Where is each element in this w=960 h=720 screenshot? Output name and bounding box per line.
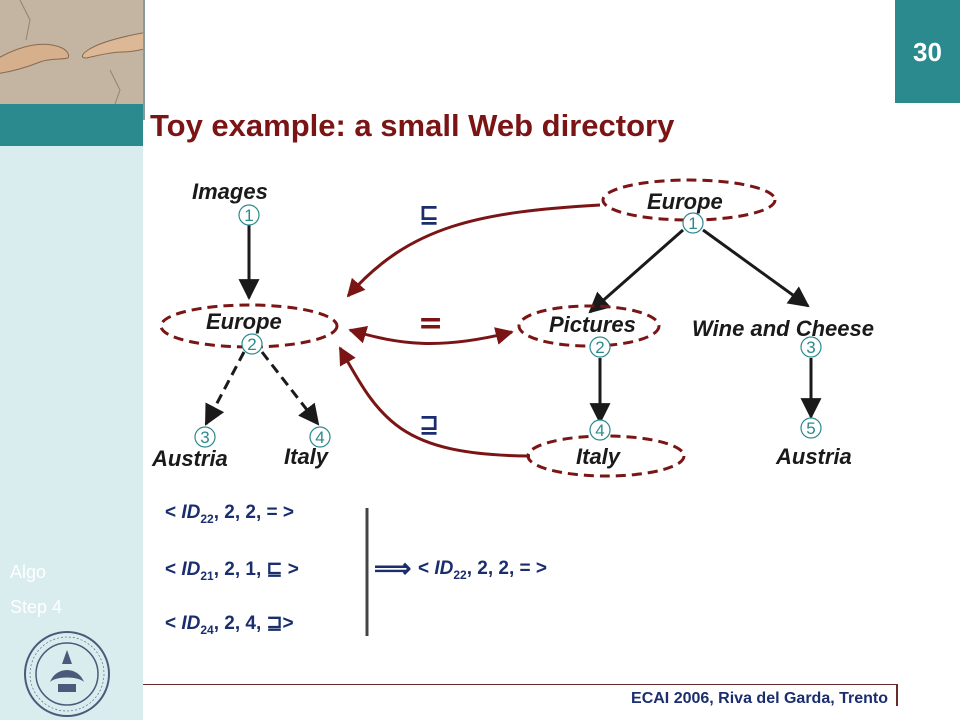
relation-subset-symbol: ⊑	[419, 200, 440, 228]
node-label-images: Images	[192, 179, 268, 204]
svg-text:1: 1	[688, 214, 697, 233]
node-number-right-2: 2	[589, 336, 611, 358]
relation-arrow-subset	[346, 203, 601, 298]
edge-europe-austria	[204, 351, 246, 426]
algo-label: Algo	[10, 562, 47, 582]
node-number-right-4: 4	[589, 419, 611, 441]
svg-text:2: 2	[595, 338, 604, 357]
footer-tick	[896, 684, 898, 706]
svg-text:5: 5	[806, 419, 815, 438]
university-seal-icon	[24, 631, 110, 717]
node-number-left-3: 3	[194, 426, 216, 448]
sidebar-accent-bar	[0, 104, 143, 146]
relation-arrow-equal	[348, 326, 514, 346]
node-label-left-italy: Italy	[284, 444, 330, 469]
tuple-3: < ID24, 2, 4, ⊒>	[165, 613, 294, 637]
node-number-right-1: 1	[682, 212, 704, 234]
node-number-left-4: 4	[309, 426, 331, 448]
svg-text:4: 4	[315, 428, 324, 447]
ellipse-left-europe	[159, 303, 339, 349]
slide-title: Toy example: a small Web directory	[150, 108, 675, 143]
svg-text:2: 2	[247, 335, 256, 354]
relation-superset-symbol: ⊒	[419, 410, 440, 438]
node-label-pictures: Pictures	[549, 312, 636, 337]
footer-text: ECAI 2006, Riva del Garda, Trento	[631, 690, 888, 707]
node-label-left-austria: Austria	[151, 446, 228, 471]
node-label-right-austria: Austria	[775, 444, 852, 469]
node-label-left-europe: Europe	[206, 309, 282, 334]
node-number-right-5: 5	[800, 417, 822, 439]
relation-arrow-superset	[338, 346, 531, 458]
ellipse-right-europe	[601, 178, 777, 222]
edge-europe-pictures	[588, 228, 684, 314]
footer-divider	[143, 684, 897, 685]
implies-arrow: ⟹	[374, 553, 412, 583]
svg-text:3: 3	[200, 428, 209, 447]
node-number-right-3: 3	[800, 336, 822, 358]
result-tuple: < ID22, 2, 2, = >	[418, 558, 548, 582]
node-label-wine-cheese: Wine and Cheese	[692, 316, 874, 341]
node-number-left-1: 1	[238, 204, 260, 226]
slide-number: 30	[895, 0, 960, 103]
tuple-1: < ID22, 2, 2, = >	[165, 502, 295, 526]
ellipse-right-pictures	[517, 304, 661, 348]
tuple-2: < ID21, 2, 1, ⊑ >	[165, 559, 299, 583]
edge-europe-italy	[260, 351, 320, 426]
relation-equal-symbol: =	[418, 306, 444, 341]
svg-text:1: 1	[244, 206, 253, 225]
svg-text:4: 4	[595, 421, 604, 440]
node-label-right-italy: Italy	[576, 444, 622, 469]
node-number-left-2: 2	[241, 333, 263, 355]
svg-text:3: 3	[806, 338, 815, 357]
step-label: Step 4	[10, 597, 63, 617]
creation-of-adam-image	[0, 0, 143, 104]
edge-europe-winecheese	[702, 228, 810, 308]
header-divider	[143, 0, 145, 120]
node-label-right-europe: Europe	[647, 189, 723, 214]
